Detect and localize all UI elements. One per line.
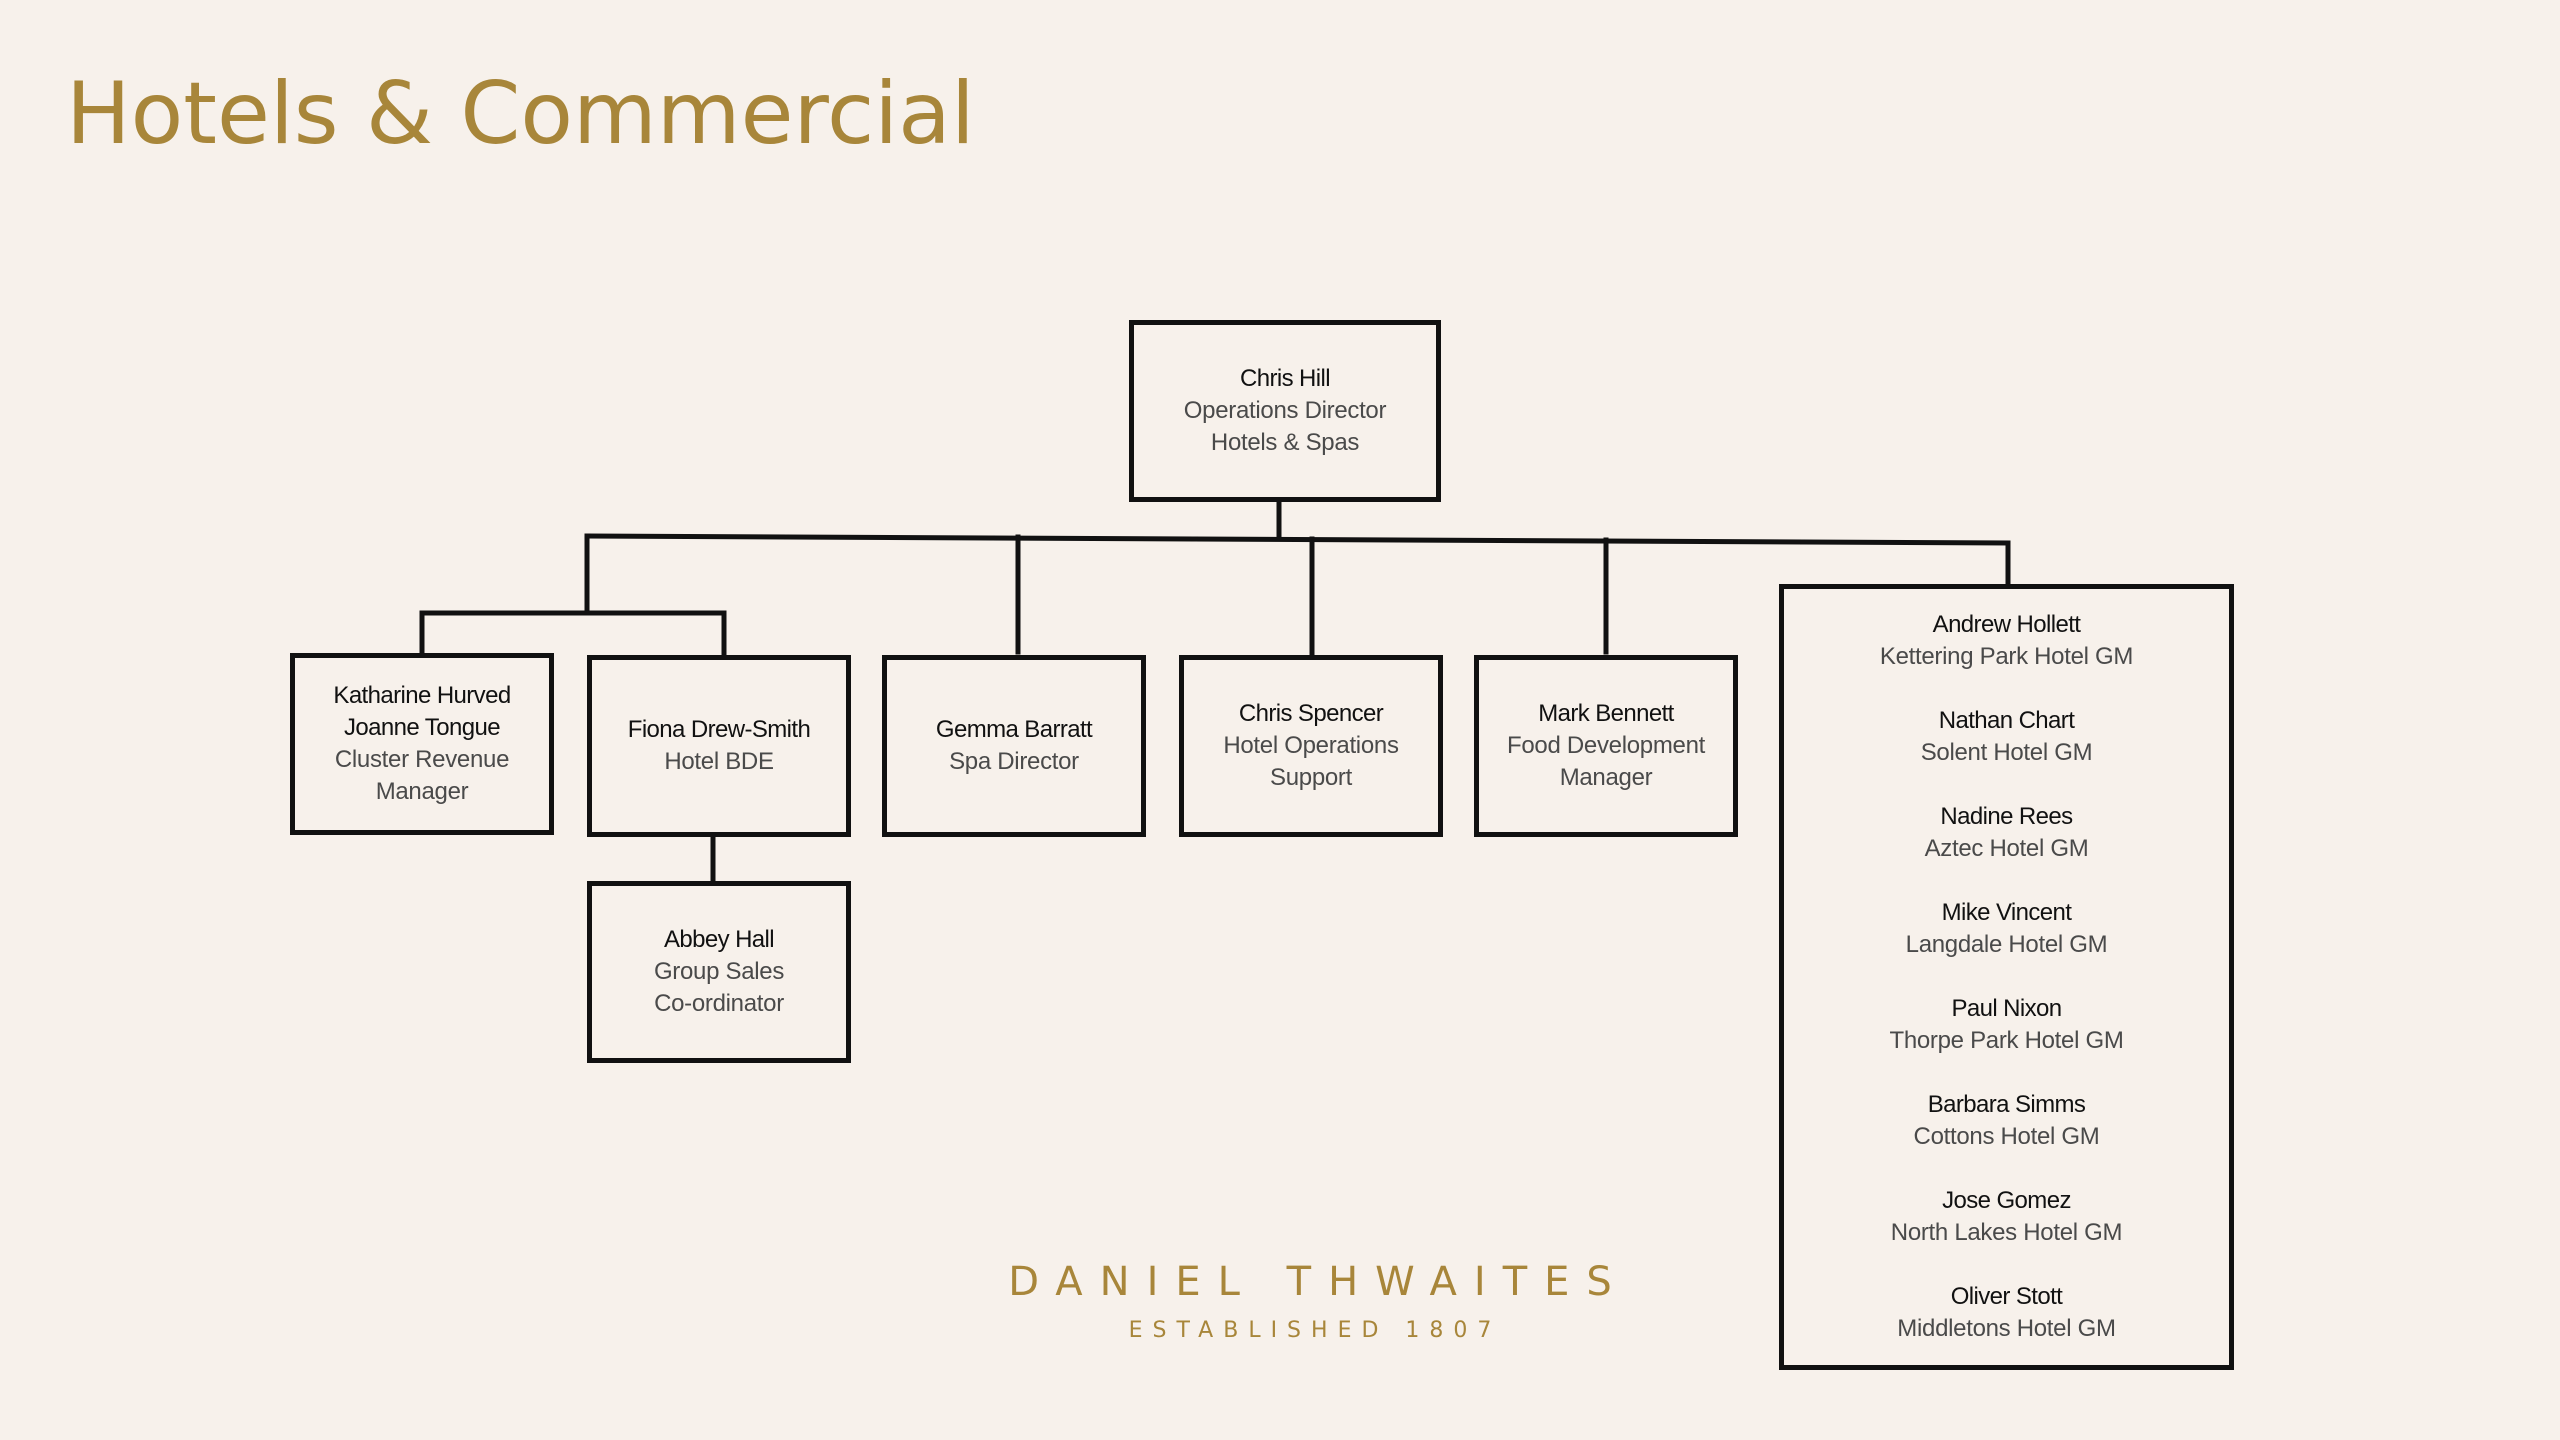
- gm-name: Nathan Chart: [1938, 707, 2075, 734]
- org-node-abbey-hall: Abbey Hall Group Sales Co-ordinator: [587, 881, 851, 1063]
- node-role-line: Support: [1270, 764, 1352, 791]
- gm-role: Solent Hotel GM: [1920, 739, 2093, 766]
- node-name: Katharine Hurved: [333, 682, 511, 709]
- org-node-hotel-general-managers: Andrew Hollett Kettering Park Hotel GM N…: [1779, 584, 2234, 1370]
- list-item: Jose Gomez North Lakes Hotel GM: [1890, 1185, 2123, 1249]
- logo-wordmark: DANIEL THWAITES: [1008, 1259, 1629, 1305]
- list-item: Barbara Simms Cottons Hotel GM: [1914, 1089, 2100, 1153]
- node-name: Gemma Barratt: [935, 716, 1093, 743]
- gm-role: Middletons Hotel GM: [1897, 1315, 2116, 1342]
- gm-role: Langdale Hotel GM: [1905, 931, 2108, 958]
- list-item: Mike Vincent Langdale Hotel GM: [1906, 897, 2108, 961]
- node-name: Chris Hill: [1239, 365, 1331, 392]
- node-name: Abbey Hall: [663, 926, 775, 953]
- list-item: Nathan Chart Solent Hotel GM: [1921, 705, 2093, 769]
- node-name: Mark Bennett: [1538, 700, 1674, 727]
- list-item: Oliver Stott Middletons Hotel GM: [1897, 1281, 2116, 1345]
- node-role-line: Manager: [375, 778, 469, 805]
- gm-name: Mike Vincent: [1941, 899, 2072, 926]
- node-name: Joanne Tongue: [344, 714, 501, 741]
- node-role-line: Co-ordinator: [654, 990, 784, 1017]
- node-name: Fiona Drew-Smith: [627, 716, 811, 743]
- org-node-chris-hill: Chris Hill Operations Director Hotels & …: [1129, 320, 1441, 502]
- gm-role: Kettering Park Hotel GM: [1879, 643, 2134, 670]
- node-role-line: Manager: [1559, 764, 1653, 791]
- node-role-line: Group Sales: [653, 958, 785, 985]
- node-role-line: Hotels & Spas: [1210, 429, 1360, 456]
- node-role-line: Spa Director: [949, 748, 1079, 775]
- org-node-revenue-managers: Katharine Hurved Joanne Tongue Cluster R…: [290, 653, 554, 835]
- list-item: Paul Nixon Thorpe Park Hotel GM: [1889, 993, 2123, 1057]
- gm-name: Jose Gomez: [1942, 1187, 2071, 1214]
- page-title: Hotels & Commercial: [66, 64, 975, 164]
- org-node-fiona-drew-smith: Fiona Drew-Smith Hotel BDE: [587, 655, 851, 837]
- list-item: Nadine Rees Aztec Hotel GM: [1925, 801, 2089, 865]
- gm-role: North Lakes Hotel GM: [1890, 1219, 2123, 1246]
- node-role-line: Operations Director: [1183, 397, 1387, 424]
- org-node-chris-spencer: Chris Spencer Hotel Operations Support: [1179, 655, 1443, 837]
- gm-role: Thorpe Park Hotel GM: [1889, 1027, 2124, 1054]
- list-item: Andrew Hollett Kettering Park Hotel GM: [1879, 609, 2134, 673]
- node-role-line: Hotel BDE: [664, 748, 774, 775]
- node-name: Chris Spencer: [1238, 700, 1384, 727]
- gm-name: Andrew Hollett: [1932, 611, 2081, 638]
- logo-established: ESTABLISHED 1807: [1128, 1318, 1502, 1343]
- org-node-gemma-barratt: Gemma Barratt Spa Director: [882, 655, 1146, 837]
- gm-name: Oliver Stott: [1950, 1283, 2063, 1310]
- connector-main-bus: [584, 533, 2011, 546]
- gm-role: Aztec Hotel GM: [1924, 835, 2089, 862]
- gm-role: Cottons Hotel GM: [1913, 1123, 2100, 1150]
- company-logo: DANIEL THWAITES ESTABLISHED 1807: [940, 1258, 1680, 1346]
- node-role-line: Cluster Revenue: [334, 746, 510, 773]
- gm-name: Barbara Simms: [1927, 1091, 2086, 1118]
- org-node-mark-bennett: Mark Bennett Food Development Manager: [1474, 655, 1738, 837]
- node-role-line: Food Development: [1507, 732, 1705, 759]
- gm-name: Nadine Rees: [1940, 803, 2073, 830]
- gm-name: Paul Nixon: [1951, 995, 2062, 1022]
- node-role-line: Hotel Operations: [1223, 732, 1399, 759]
